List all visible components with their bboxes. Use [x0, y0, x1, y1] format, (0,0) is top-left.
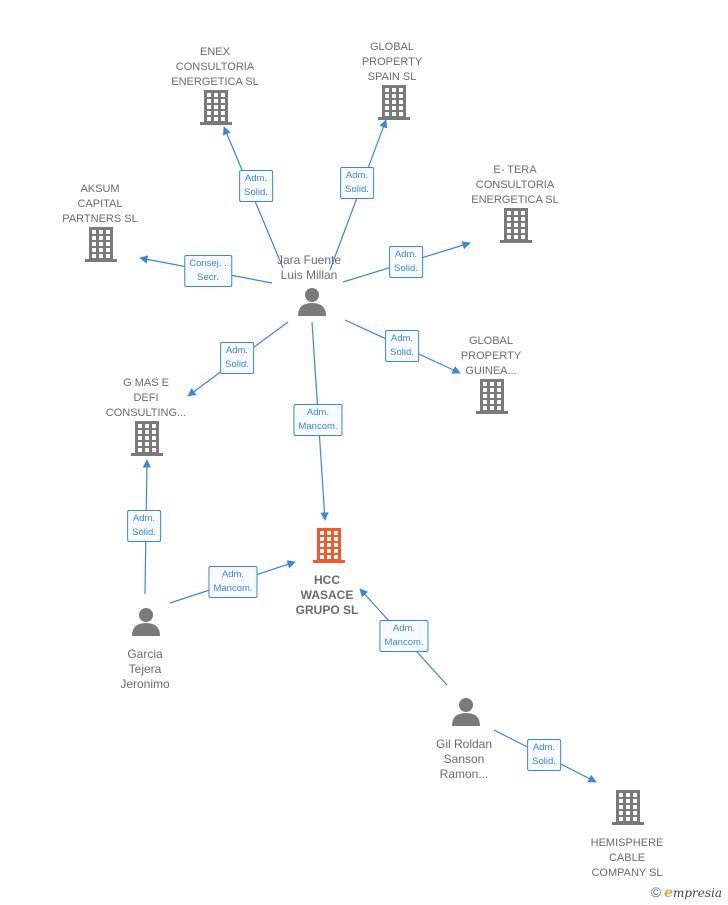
edge-label-jara-etera[interactable]: Adm. Solid. [389, 246, 423, 278]
building-icon[interactable] [476, 379, 508, 414]
edge-label-jara-hcc[interactable]: Adm. Mancom. [293, 404, 343, 436]
brand-logo: empresia [664, 885, 722, 901]
edge-label-jara-enex[interactable]: Adm. Solid. [239, 170, 273, 202]
node-label-hcc[interactable]: HCC WASACE GRUPO SL [295, 573, 359, 617]
edge-label-garcia-gmas[interactable]: Adm. Solid. [127, 510, 161, 542]
edge-label-jara-global_spain[interactable]: Adm. Solid. [340, 167, 374, 199]
building-icon[interactable] [200, 90, 232, 125]
node-label-jara[interactable]: Jara Fuente Luis Millan [276, 253, 342, 282]
building-icon[interactable] [85, 227, 117, 262]
building-icon[interactable] [612, 790, 644, 825]
node-label-aksum[interactable]: AKSUM CAPITAL PARTNERS SL [62, 183, 138, 225]
building-icon[interactable] [131, 421, 163, 456]
node-label-global_guinea[interactable]: GLOBAL PROPERTY GUINEA... [460, 335, 522, 377]
node-label-hemisphere[interactable]: HEMISPHERE CABLE COMPANY SL [590, 837, 664, 879]
node-label-enex[interactable]: ENEX CONSULTORIA ENERGETICA SL [171, 46, 259, 88]
person-icon[interactable] [452, 698, 480, 726]
node-label-gmas[interactable]: G MAS E DEFI CONSULTING... [105, 377, 187, 419]
node-label-etera[interactable]: E- TERA CONSULTORIA ENERGETICA SL [471, 164, 559, 206]
edge-label-jara-gmas[interactable]: Adm. Solid. [220, 342, 254, 374]
building-icon[interactable] [500, 208, 532, 243]
edge-label-gil-hemisphere[interactable]: Adm. Solid. [527, 739, 561, 771]
copyright-icon: © [650, 884, 662, 900]
node-label-garcia[interactable]: Garcia Tejera Jeronimo [120, 647, 170, 691]
node-label-global_spain[interactable]: GLOBAL PROPERTY SPAIN SL [361, 41, 423, 83]
building-icon[interactable] [378, 85, 410, 120]
building-icon-focus[interactable] [313, 528, 345, 563]
edge-label-gil-hcc[interactable]: Adm. Mancom. [379, 620, 429, 652]
edge-label-jara-global_guinea[interactable]: Adm. Solid. [385, 330, 419, 362]
person-icon[interactable] [298, 288, 326, 316]
edge-label-jara-aksum[interactable]: Consej. . Secr. [184, 255, 232, 287]
footer-brand: ©empresia [651, 884, 722, 901]
edge-label-garcia-hcc[interactable]: Adm. Mancom. [208, 566, 258, 598]
person-icon[interactable] [132, 608, 160, 636]
node-label-gil[interactable]: Gil Roldan Sanson Ramon... [435, 737, 493, 781]
